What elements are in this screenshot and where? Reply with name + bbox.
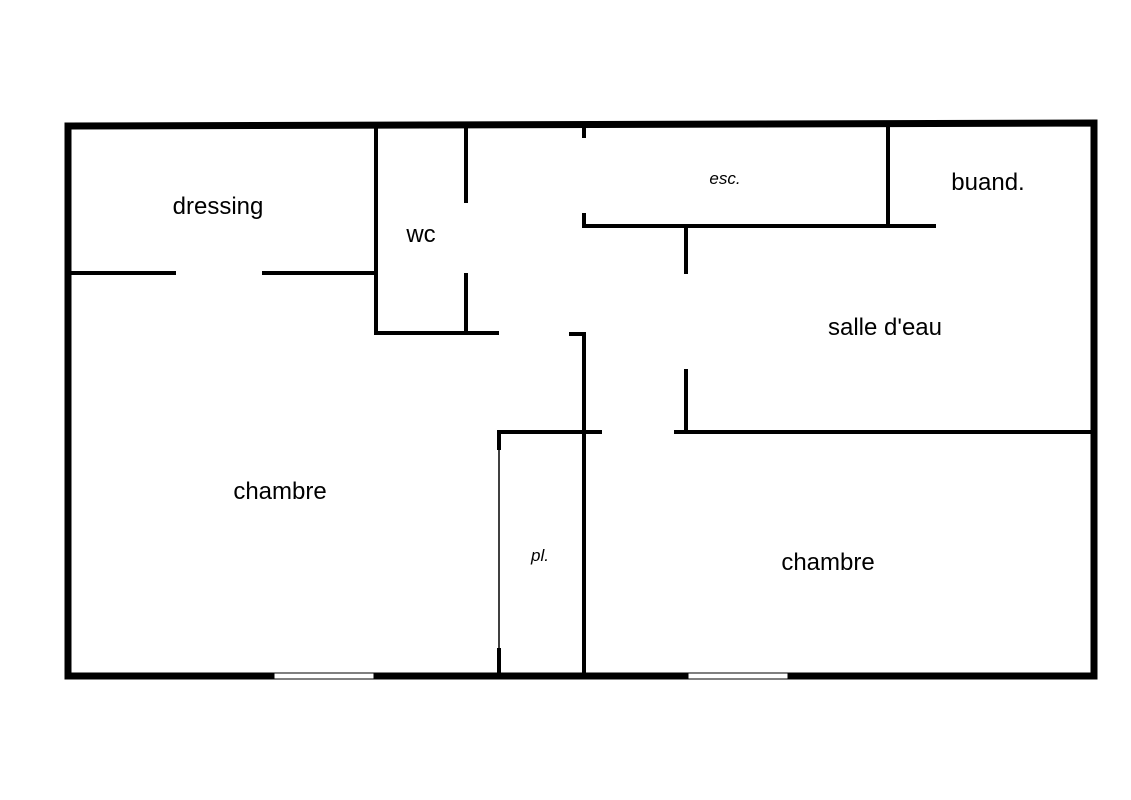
label-chambre-right: chambre — [781, 549, 874, 576]
label-chambre-left: chambre — [233, 478, 326, 505]
outer-wall — [64, 119, 1098, 680]
label-salle-deau: salle d'eau — [828, 314, 942, 341]
window-left — [273, 672, 375, 680]
label-dressing: dressing — [173, 193, 264, 220]
label-buand: buand. — [951, 169, 1024, 196]
label-wc: wc — [405, 221, 435, 248]
label-placard: pl. — [530, 546, 549, 565]
window-right — [687, 672, 789, 680]
label-esc: esc. — [709, 169, 740, 188]
